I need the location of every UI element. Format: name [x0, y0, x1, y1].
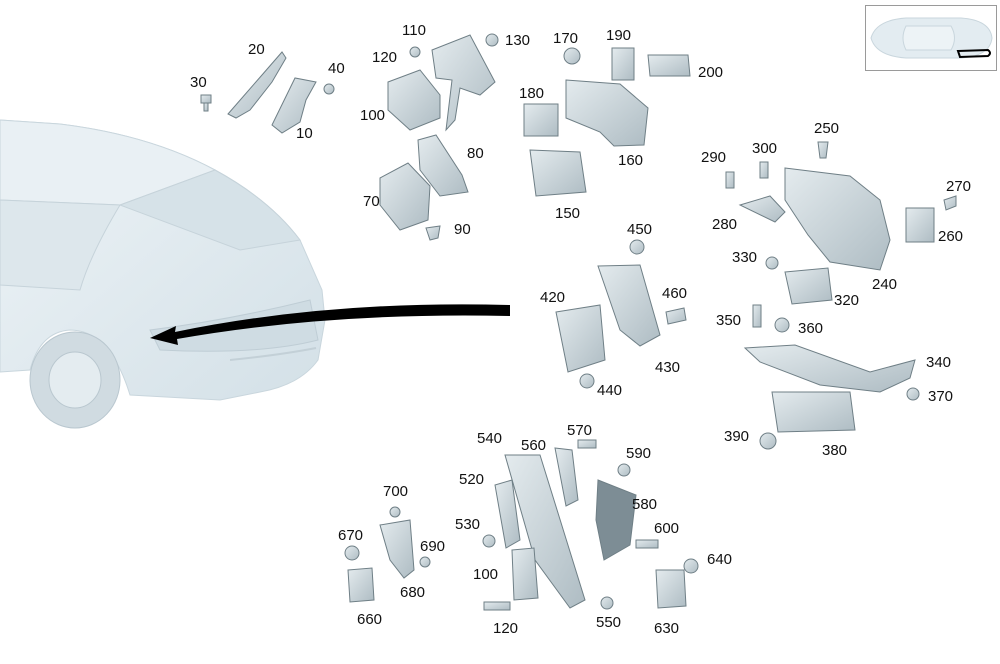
part-label-130[interactable]: 130: [505, 32, 531, 49]
part-label-300[interactable]: 300: [752, 140, 778, 157]
part-group-right-upper: [725, 141, 957, 333]
bracket-680: [379, 519, 415, 579]
part-label-390[interactable]: 390: [724, 428, 750, 445]
part-label-640[interactable]: 640: [707, 551, 733, 568]
part-label-430[interactable]: 430: [655, 359, 681, 376]
part-label-450[interactable]: 450: [627, 221, 653, 238]
carrier-160: [565, 79, 649, 147]
part-label-570[interactable]: 570: [567, 422, 593, 439]
vehicle-top-icon: [870, 17, 993, 59]
part-label-150[interactable]: 150: [555, 205, 581, 222]
part-group-top-left: [200, 51, 335, 134]
part-label-290[interactable]: 290: [701, 149, 727, 166]
location-arrow: [150, 304, 510, 345]
bracket-110: [431, 34, 496, 132]
part-label-250[interactable]: 250: [814, 120, 840, 137]
part-label-580[interactable]: 580: [632, 496, 658, 513]
part-label-370[interactable]: 370: [928, 388, 954, 405]
bracket-20: [227, 51, 287, 119]
part-group-right-lower: [743, 344, 920, 450]
control-unit-100b: [511, 547, 539, 601]
part-label-520[interactable]: 520: [459, 471, 485, 488]
part-label-340[interactable]: 340: [926, 354, 952, 371]
part-label-270[interactable]: 270: [946, 178, 972, 195]
part-label-600[interactable]: 600: [654, 520, 680, 537]
part-label-590[interactable]: 590: [626, 445, 652, 462]
part-label-120[interactable]: 120: [372, 49, 398, 66]
control-unit-70: [379, 162, 431, 231]
part-label-240[interactable]: 240: [872, 276, 898, 293]
part-group-bottom: [344, 439, 699, 611]
part-label-30[interactable]: 30: [190, 74, 207, 91]
bracket-280: [738, 195, 786, 223]
part-label-120b[interactable]: 120: [493, 620, 519, 637]
part-group-center: [555, 239, 687, 389]
control-unit-320: [784, 267, 833, 305]
part-label-160[interactable]: 160: [618, 152, 644, 169]
part-label-10[interactable]: 10: [296, 125, 313, 142]
part-group-top-center: [379, 33, 499, 241]
part-label-680[interactable]: 680: [400, 584, 426, 601]
part-label-630[interactable]: 630: [654, 620, 680, 637]
control-unit-10: [271, 77, 317, 134]
control-unit-420: [555, 304, 606, 373]
carrier-540: [504, 454, 586, 609]
part-label-380[interactable]: 380: [822, 442, 848, 459]
part-label-540[interactable]: 540: [477, 430, 503, 447]
control-unit-380: [771, 391, 856, 433]
bracket-80: [417, 134, 469, 197]
part-label-330[interactable]: 330: [732, 249, 758, 266]
part-label-560[interactable]: 560: [521, 437, 547, 454]
part-label-660[interactable]: 660: [357, 611, 383, 628]
part-label-460[interactable]: 460: [662, 285, 688, 302]
part-label-530[interactable]: 530: [455, 516, 481, 533]
part-label-350[interactable]: 350: [716, 312, 742, 329]
part-label-700[interactable]: 700: [383, 483, 409, 500]
part-label-670[interactable]: 670: [338, 527, 364, 544]
control-unit-150: [529, 149, 587, 197]
part-label-440[interactable]: 440: [597, 382, 623, 399]
part-label-70[interactable]: 70: [363, 193, 380, 210]
part-label-80[interactable]: 80: [467, 145, 484, 162]
part-label-180[interactable]: 180: [519, 85, 545, 102]
part-label-200[interactable]: 200: [698, 64, 724, 81]
part-label-320[interactable]: 320: [834, 292, 860, 309]
part-label-280[interactable]: 280: [712, 216, 738, 233]
part-label-40[interactable]: 40: [328, 60, 345, 77]
part-label-690[interactable]: 690: [420, 538, 446, 555]
part-label-260[interactable]: 260: [938, 228, 964, 245]
part-label-420[interactable]: 420: [540, 289, 566, 306]
carrier-340: [743, 344, 916, 393]
part-label-110[interactable]: 110: [402, 22, 426, 39]
part-label-170[interactable]: 170: [553, 30, 579, 47]
part-label-20[interactable]: 20: [248, 41, 265, 58]
part-label-90[interactable]: 90: [454, 221, 471, 238]
housing-240: [784, 167, 891, 271]
bracket-430: [597, 264, 661, 347]
part-label-550[interactable]: 550: [596, 614, 622, 631]
part-label-360[interactable]: 360: [798, 320, 824, 337]
part-label-100[interactable]: 100: [360, 107, 386, 124]
vehicle-rear-illustration: [0, 119, 326, 429]
part-group-module-carrier: [523, 47, 691, 197]
part-label-190[interactable]: 190: [606, 27, 632, 44]
part-label-100b[interactable]: 100: [473, 566, 499, 583]
control-unit-580: [595, 479, 637, 561]
control-unit-100: [387, 69, 441, 131]
vehicle-locator-inset: [865, 5, 997, 71]
